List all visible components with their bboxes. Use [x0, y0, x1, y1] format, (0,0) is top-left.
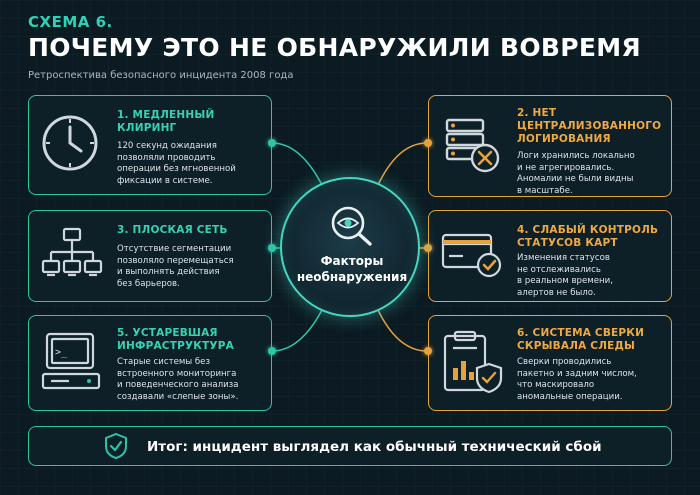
hub-label-line: необнаружения — [296, 270, 408, 284]
card-text-line: пакетно и задним числом, — [517, 368, 637, 379]
card-flat-network: 3. ПЛОСКАЯ СЕТЬ Отсутствие сегментации п… — [28, 210, 272, 302]
connector-dot — [268, 139, 276, 147]
eye-magnifier-icon — [328, 203, 376, 251]
server-error-icon — [439, 112, 505, 182]
card-text-line: Сверки проводились — [517, 357, 612, 367]
summary-text: Итог: инцидент выглядел как обычный техн… — [147, 439, 602, 455]
connector-dot — [424, 244, 432, 252]
card-slow-clearing: 1. МЕДЛЕННЫЙ КЛИРИНГ 120 секунд ожидания… — [28, 95, 272, 195]
card-title-line: КЛИРИНГ — [117, 122, 177, 134]
card-title-line: 4. СЛАБЫЙ КОНТРОЛЬ — [517, 224, 659, 236]
card-text-line: Старые системы без — [117, 357, 211, 367]
connector-dot — [424, 139, 432, 147]
card-text-line: позволяло перемещаться — [117, 255, 234, 266]
hub-label-line: Факторы — [320, 254, 384, 268]
network-tree-icon — [39, 225, 105, 291]
card-title-line: 2. НЕТ — [517, 107, 557, 119]
card-weak-card-control: 4. СЛАБЫЙ КОНТРОЛЬ СТАТУСОВ КАРТ Изменен… — [428, 210, 672, 302]
card-reconciliation: 6. СИСТЕМА СВЕРКИ СКРЫВАЛА СЛЕДЫ Сверки … — [428, 315, 672, 411]
clipboard-chart-shield-icon — [439, 328, 505, 402]
schema-kicker: СХЕМА 6. — [28, 13, 113, 31]
summary-banner: Итог: инцидент выглядел как обычный техн… — [28, 426, 672, 466]
connector-dot — [424, 347, 432, 355]
card-text-line: встроенного мониторинга — [117, 368, 237, 379]
card-title-line: ИНФРАСТРУКТУРА — [117, 340, 234, 352]
card-text-line: Логи хранились локально — [517, 151, 635, 161]
connector-dot — [268, 347, 276, 355]
svg-text:>_: >_ — [55, 347, 68, 358]
shield-check-icon — [103, 432, 129, 464]
card-legacy-infra: >_ 5. УСТАРЕВШАЯ ИНФРАСТРУКТУРА Старые с… — [28, 315, 272, 411]
card-text-line: и не агрегировались. — [517, 162, 615, 173]
page-title: ПОЧЕМУ ЭТО НЕ ОБНАРУЖИЛИ ВОВРЕМЯ — [28, 33, 641, 62]
card-title-line: ЦЕНТРАЛИЗОВАННОГО — [517, 120, 662, 132]
legacy-computer-icon: >_ — [39, 330, 105, 400]
card-text-line: без барьеров. — [117, 278, 180, 289]
card-title-line: 1. МЕДЛЕННЫЙ — [117, 109, 215, 121]
card-text-line: Отсутствие сегментации — [117, 244, 232, 254]
card-title-line: СТАТУСОВ КАРТ — [517, 237, 618, 249]
card-text-line: операции без мгновенной — [117, 164, 236, 174]
page-subtitle: Ретроспектива безопасного инцидента 2008… — [28, 70, 294, 81]
card-text-line: Изменения статусов — [517, 253, 610, 263]
clock-icon — [39, 112, 101, 178]
card-text-line: алертов не было. — [517, 287, 596, 298]
central-hub: Факторы необнаружения — [280, 177, 420, 317]
card-title-line: 3. ПЛОСКАЯ СЕТЬ — [117, 224, 228, 236]
card-text-line: аномальные операции. — [517, 391, 623, 402]
card-text-line: фиксации в системе. — [117, 175, 213, 186]
card-text-line: что маскировало — [517, 380, 595, 390]
card-text-line: в реальном времени, — [517, 276, 613, 286]
card-text-line: Аномалии не были видны — [517, 174, 634, 184]
card-text-line: создавали «слепые зоны». — [117, 391, 239, 402]
card-text-line: и выполнять действия — [117, 267, 220, 277]
card-title-line: СКРЫВАЛА СЛЕДЫ — [517, 340, 636, 352]
card-text-line: в масштабе. — [517, 185, 573, 196]
card-text-line: позволяли проводить — [117, 152, 216, 163]
card-text-line: не отслеживались — [517, 264, 601, 275]
card-title-line: 6. СИСТЕМА СВЕРКИ — [517, 327, 645, 339]
card-no-central-logging: 2. НЕТ ЦЕНТРАЛИЗОВАННОГО ЛОГИРОВАНИЯ Лог… — [428, 95, 672, 197]
card-text-line: и поведенческого анализа — [117, 380, 239, 390]
card-text-line: 120 секунд ожидания — [117, 141, 217, 151]
connector-dot — [268, 244, 276, 252]
card-title-line: 5. УСТАРЕВШАЯ — [117, 327, 218, 339]
card-title-line: ЛОГИРОВАНИЯ — [517, 133, 611, 145]
card-check-icon — [439, 225, 505, 291]
